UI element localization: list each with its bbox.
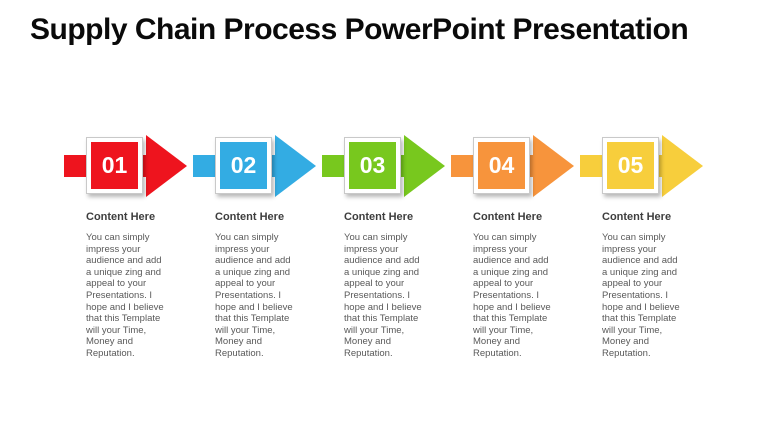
step-4-arrow: 04 — [449, 130, 578, 202]
slide-title: Supply Chain Process PowerPoint Presenta… — [30, 13, 689, 46]
step-4-body: You can simply impress your audience and… — [473, 232, 551, 359]
process-step-5: 05 Content Here You can simply impress y… — [578, 130, 707, 360]
step-1-text-block: Content Here You can simply impress your… — [86, 211, 184, 360]
step-4-text-block: Content Here You can simply impress your… — [473, 211, 571, 360]
step-4-number-badge: 04 — [478, 142, 525, 189]
step-5-heading: Content Here — [602, 211, 672, 223]
step-2-text-block: Content Here You can simply impress your… — [215, 211, 313, 360]
step-2-arrow-head-icon — [275, 135, 316, 197]
step-5-text-block: Content Here You can simply impress your… — [602, 211, 700, 360]
step-4-arrow-head-icon — [533, 135, 574, 197]
step-3-arrow-head-icon — [404, 135, 445, 197]
step-2-number-frame: 02 — [215, 137, 272, 194]
step-1-arrow-head-icon — [146, 135, 187, 197]
step-5-arrow: 05 — [578, 130, 707, 202]
step-4-heading: Content Here — [473, 211, 543, 223]
process-step-1: 01 Content Here You can simply impress y… — [62, 130, 191, 360]
step-1-heading: Content Here — [86, 211, 156, 223]
step-3-arrow: 03 — [320, 130, 449, 202]
step-3-number-frame: 03 — [344, 137, 401, 194]
process-step-2: 02 Content Here You can simply impress y… — [191, 130, 320, 360]
step-1-number-badge: 01 — [91, 142, 138, 189]
step-1-arrow: 01 — [62, 130, 191, 202]
step-5-body: You can simply impress your audience and… — [602, 232, 680, 359]
step-5-number-badge: 05 — [607, 142, 654, 189]
step-3-text-block: Content Here You can simply impress your… — [344, 211, 442, 360]
step-1-body: You can simply impress your audience and… — [86, 232, 164, 359]
process-steps-row: 01 Content Here You can simply impress y… — [62, 130, 707, 360]
process-step-4: 04 Content Here You can simply impress y… — [449, 130, 578, 360]
step-2-heading: Content Here — [215, 211, 285, 223]
step-5-number-frame: 05 — [602, 137, 659, 194]
step-3-number-badge: 03 — [349, 142, 396, 189]
step-2-arrow: 02 — [191, 130, 320, 202]
step-3-heading: Content Here — [344, 211, 414, 223]
step-3-body: You can simply impress your audience and… — [344, 232, 422, 359]
step-5-arrow-head-icon — [662, 135, 703, 197]
process-step-3: 03 Content Here You can simply impress y… — [320, 130, 449, 360]
step-2-body: You can simply impress your audience and… — [215, 232, 293, 359]
step-4-number-frame: 04 — [473, 137, 530, 194]
step-1-number-frame: 01 — [86, 137, 143, 194]
step-2-number-badge: 02 — [220, 142, 267, 189]
